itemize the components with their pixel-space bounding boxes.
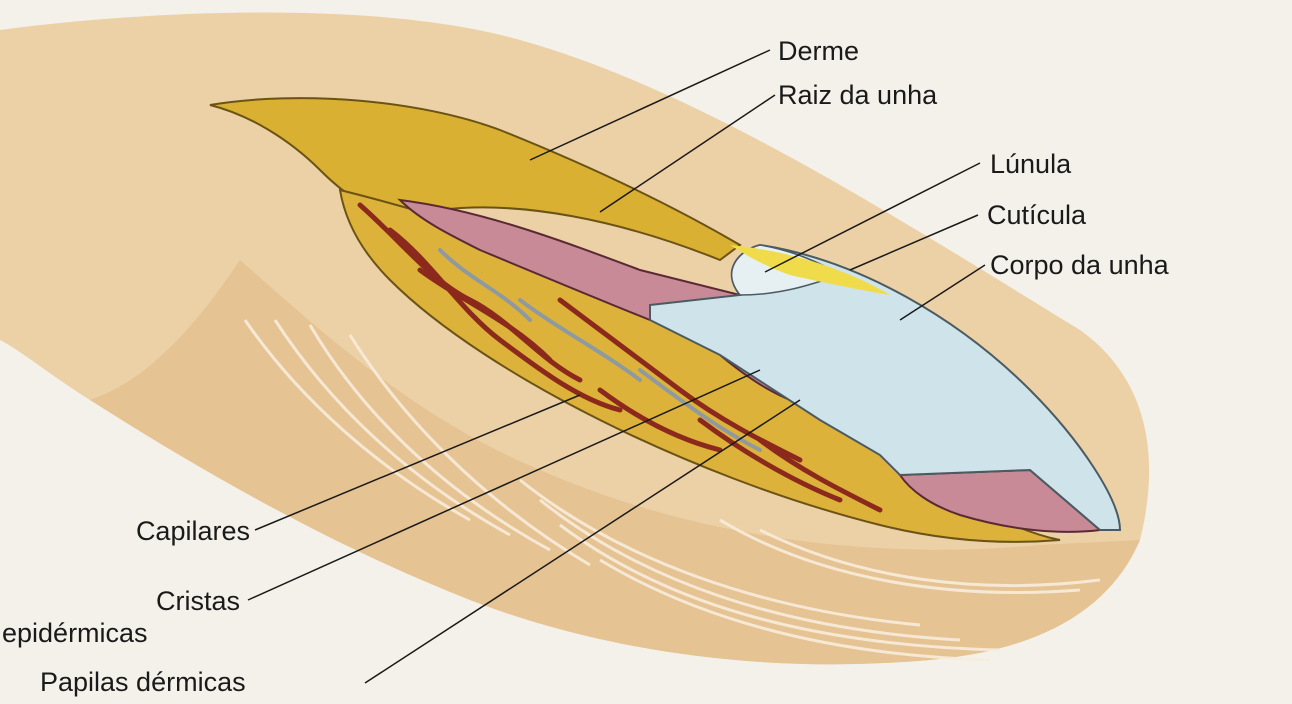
- label-cuticula: Cutícula: [987, 200, 1086, 230]
- label-capilares: Capilares: [68, 516, 250, 546]
- label-raiz-da-unha: Raiz da unha: [778, 80, 937, 110]
- label-lunula: Lúnula: [990, 149, 1071, 179]
- label-corpo-da-unha: Corpo da unha: [990, 250, 1169, 280]
- label-derme: Derme: [778, 36, 859, 66]
- label-cristas-line2: epidérmicas: [2, 618, 148, 648]
- label-cristas-line1: Cristas: [68, 586, 240, 616]
- label-papilas-dermicas: Papilas dérmicas: [40, 667, 246, 697]
